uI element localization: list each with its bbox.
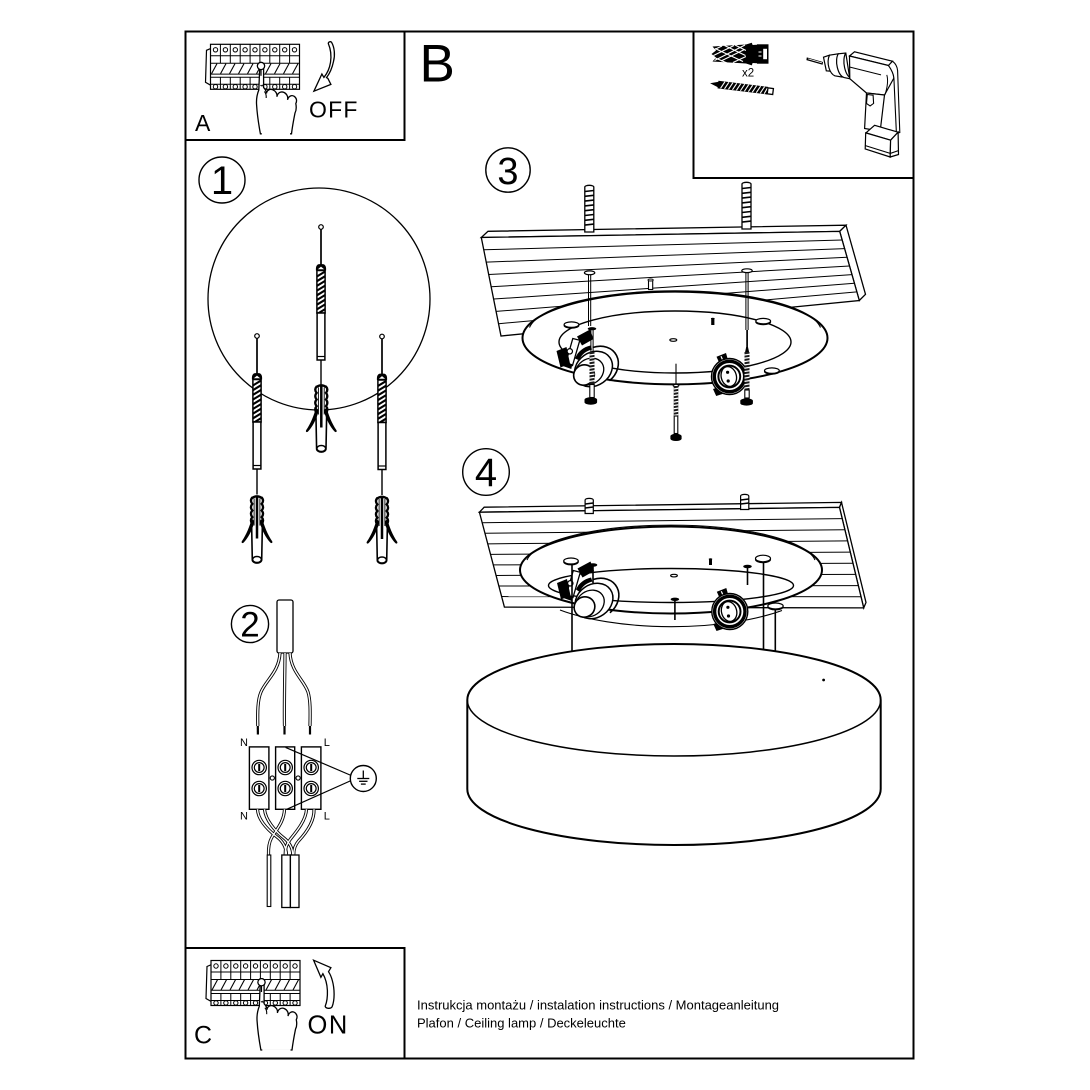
svg-text:L: L (324, 737, 330, 749)
svg-text:Plafon / Ceiling lamp / Deckel: Plafon / Ceiling lamp / Deckeleuchte (417, 1016, 626, 1031)
svg-text:N: N (240, 737, 248, 749)
svg-text:2: 2 (240, 606, 259, 645)
svg-text:1: 1 (211, 159, 233, 203)
svg-text:L: L (324, 811, 330, 823)
svg-text:OFF: OFF (309, 97, 359, 123)
svg-text:4: 4 (475, 451, 497, 495)
svg-text:N: N (240, 811, 248, 823)
svg-text:x2: x2 (742, 68, 754, 80)
svg-text:Instrukcja montażu / instalati: Instrukcja montażu / instalation instruc… (417, 998, 779, 1013)
svg-text:B: B (420, 35, 455, 94)
svg-text:C: C (194, 1022, 212, 1050)
svg-text:ON: ON (308, 1012, 349, 1040)
svg-text:A: A (195, 110, 211, 136)
svg-text:3: 3 (497, 151, 518, 193)
